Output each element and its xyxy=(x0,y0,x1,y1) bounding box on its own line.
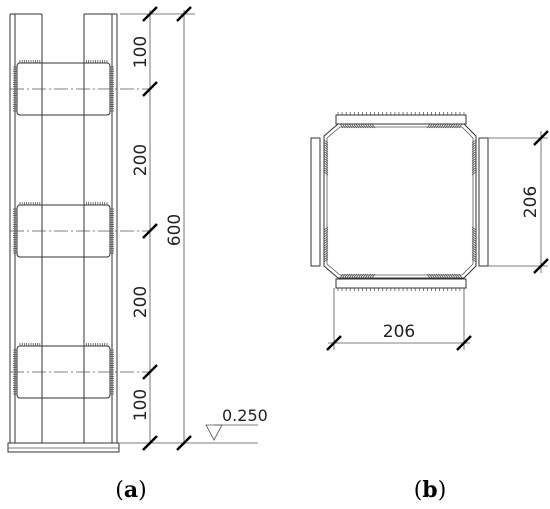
caption-a: (a) xyxy=(115,477,146,503)
dim-label-height: 206 xyxy=(521,186,541,218)
base-plate xyxy=(7,442,120,453)
batten-plate-middle xyxy=(10,204,150,258)
elevation-label: 0.250 xyxy=(222,406,268,425)
dim-label-600-total: 600 xyxy=(165,214,185,246)
dimension-lines-a xyxy=(120,6,195,451)
figure-a-elevation: 100 200 200 100 600 0.250 (a) xyxy=(7,6,268,503)
batten-welds xyxy=(13,60,114,395)
dim-label-100-bottom: 100 xyxy=(131,389,151,421)
batten-plate-top xyxy=(10,62,150,116)
caption-b: (b) xyxy=(414,477,447,503)
batten-plate-bottom xyxy=(10,345,150,399)
dim-label-200-upper: 200 xyxy=(131,144,151,176)
dimension-lines-b xyxy=(326,130,549,351)
dim-label-100-top: 100 xyxy=(131,36,151,68)
section-plates xyxy=(310,114,489,289)
figure-b-cross-section: 206 206 (b) xyxy=(310,112,549,503)
column-outline xyxy=(9,13,118,443)
dim-label-width: 206 xyxy=(383,322,415,342)
section-welds xyxy=(323,112,477,291)
dim-label-200-lower: 200 xyxy=(131,286,151,318)
elevation-marker xyxy=(195,424,258,444)
